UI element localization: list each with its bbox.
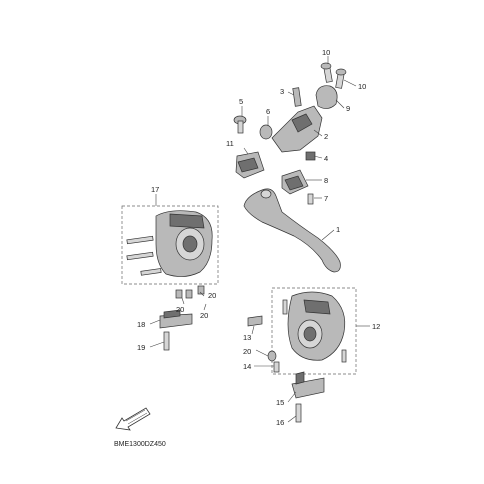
- housing-12-outline: [271, 287, 357, 375]
- nut-4: [305, 151, 316, 161]
- switch-20a: [175, 289, 183, 299]
- switch-20c: [197, 285, 205, 295]
- callout-16: 16: [276, 418, 284, 427]
- screw-17c: [140, 268, 162, 276]
- switch-20d: [267, 350, 277, 362]
- callout-10-right: 10: [358, 82, 366, 91]
- screw-14: [273, 361, 280, 373]
- callout-13: 13: [243, 333, 251, 342]
- front-direction-arrow-icon: [115, 407, 151, 431]
- switch-20b: [185, 289, 193, 299]
- bracket-15-tab: [295, 371, 305, 385]
- bracket-18-lip: [163, 309, 181, 319]
- callout-20-b: 20: [176, 305, 184, 314]
- callout-10-top: 10: [322, 48, 330, 57]
- diagram-code: BME1300DZ450: [114, 441, 166, 448]
- housing-17-top: [169, 213, 205, 229]
- callout-18: 18: [137, 320, 145, 329]
- housing-17-bore-inner: [182, 235, 198, 253]
- leader-lines: [149, 56, 370, 423]
- washer-6: [259, 124, 273, 140]
- callout-5: 5: [239, 97, 243, 106]
- screw-12a: [282, 299, 288, 315]
- callout-6: 6: [266, 107, 270, 116]
- part-13: [247, 315, 263, 327]
- screw-7: [307, 193, 314, 205]
- bolt-10-right: [335, 68, 347, 89]
- housing-12-top: [303, 299, 331, 315]
- bracket-2-recess: [291, 113, 313, 133]
- lever-pivot: [260, 189, 272, 199]
- callout-14: 14: [243, 362, 251, 371]
- screw-17a: [126, 235, 154, 245]
- block-11-face: [237, 157, 259, 173]
- callout-19: 19: [137, 343, 145, 352]
- callout-20-a: 20: [208, 291, 216, 300]
- housing-17-outline: [121, 205, 219, 285]
- callout-7: 7: [324, 194, 328, 203]
- brake-lever-1: [243, 188, 341, 273]
- callout-17: 17: [151, 185, 159, 194]
- clamp-9: [315, 85, 338, 109]
- bolt-10-left: [320, 62, 333, 83]
- callout-11: 11: [226, 139, 234, 148]
- screw-19: [163, 331, 170, 351]
- screw-17b: [126, 251, 154, 261]
- callout-9: 9: [346, 104, 350, 113]
- screw-16: [295, 403, 302, 423]
- callout-15: 15: [276, 398, 284, 407]
- block-8-face: [284, 175, 304, 191]
- pin-3: [292, 87, 302, 107]
- callout-8: 8: [324, 176, 328, 185]
- screw-12b: [341, 349, 347, 363]
- callout-20-c: 20: [200, 311, 208, 320]
- bolt-5: [233, 115, 247, 134]
- callout-2: 2: [324, 132, 328, 141]
- callout-12: 12: [372, 322, 380, 331]
- callout-1: 1: [336, 225, 340, 234]
- housing-12-bore-inner: [303, 326, 317, 342]
- callout-3: 3: [280, 87, 284, 96]
- callout-4: 4: [324, 154, 328, 163]
- callout-20-d: 20: [243, 347, 251, 356]
